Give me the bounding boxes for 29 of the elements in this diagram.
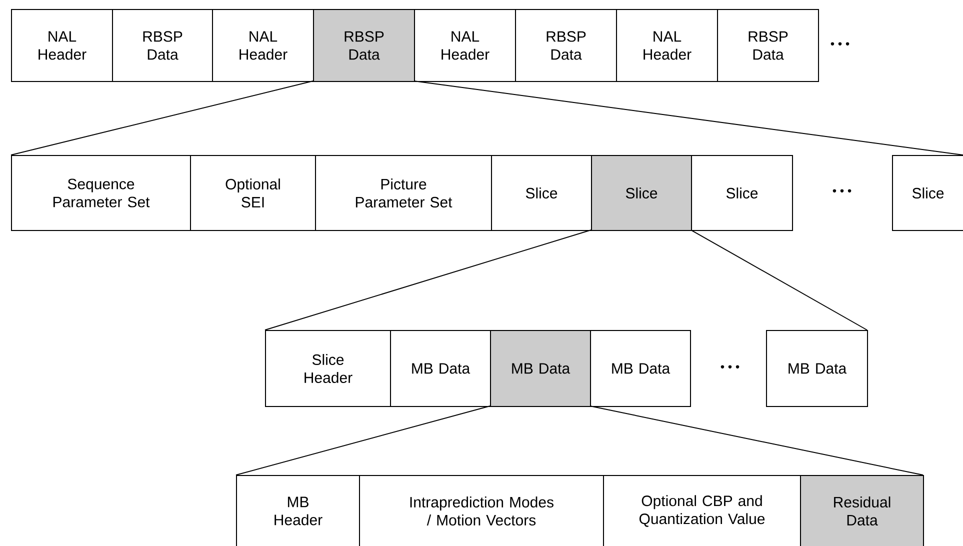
field-box: MB Data xyxy=(766,330,868,407)
expansion-line xyxy=(590,406,924,476)
expansion-line xyxy=(236,406,490,476)
field-box: RBSP Data xyxy=(313,9,415,82)
field-box: NAL Header xyxy=(11,9,113,82)
ellipsis: • • • xyxy=(832,189,852,192)
field-box: Picture Parameter Set xyxy=(315,155,492,231)
field-box: MB Data xyxy=(590,330,691,407)
expansion-line xyxy=(10,80,314,156)
expansion-line xyxy=(414,80,963,156)
field-box: NAL Header xyxy=(414,9,516,82)
field-box: Slice xyxy=(691,155,794,231)
ellipsis: • • • xyxy=(830,42,850,46)
field-box: NAL Header xyxy=(616,9,718,82)
field-box: RBSP Data xyxy=(717,9,819,82)
field-box: Residual Data xyxy=(800,475,924,546)
field-box: MB Header xyxy=(236,475,360,546)
field-box: Intraprediction Modes / Motion Vectors xyxy=(359,475,604,546)
field-box: Slice xyxy=(892,155,963,231)
field-box: Optional SEI xyxy=(190,155,316,231)
field-box: Sequence Parameter Set xyxy=(11,155,191,231)
expansion-line xyxy=(264,230,592,330)
field-box: RBSP Data xyxy=(515,9,617,82)
field-box: RBSP Data xyxy=(112,9,213,82)
field-box: MB Data xyxy=(490,330,591,407)
field-box: Slice Header xyxy=(265,330,391,407)
ellipsis: • • • xyxy=(720,365,740,368)
expansion-line xyxy=(690,230,868,330)
field-box: Slice xyxy=(591,155,692,231)
